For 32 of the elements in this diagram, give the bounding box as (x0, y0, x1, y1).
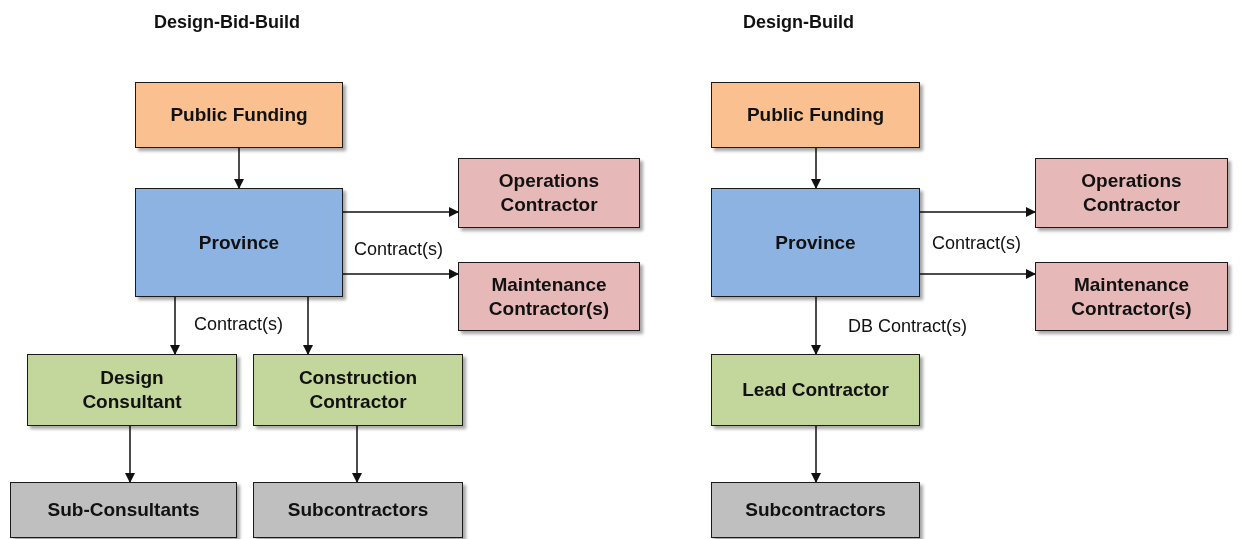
funding-box: Public Funding (711, 82, 920, 148)
arrow (811, 296, 821, 355)
contractor-box: Lead Contractor (711, 354, 920, 426)
owner-box: Province (711, 188, 920, 297)
edge-label: DB Contract(s) (848, 316, 968, 337)
arrow (811, 147, 821, 189)
contract-label: Contract(s) (932, 233, 1021, 254)
subcontractor-box: Sub-Consultants (10, 482, 237, 538)
funding-box: Public Funding (135, 82, 343, 148)
arrow (919, 207, 1036, 217)
arrow (342, 269, 459, 279)
section-heading: Design-Bid-Build (154, 12, 300, 33)
arrow (303, 296, 313, 355)
owner-box: Province (135, 188, 343, 297)
contractor-box: Maintenance Contractor(s) (1035, 262, 1228, 331)
contractor-box: Design Consultant (27, 354, 237, 426)
contractor-box: Operations Contractor (458, 158, 640, 228)
contract-label: Contract(s) (354, 239, 443, 260)
subcontractor-box: Subcontractors (711, 482, 920, 538)
arrow (811, 425, 821, 483)
contractor-box: Construction Contractor (253, 354, 463, 426)
arrow (234, 147, 244, 189)
contractor-box: Maintenance Contractor(s) (458, 262, 640, 331)
arrow (919, 269, 1036, 279)
subcontractor-box: Subcontractors (253, 482, 463, 538)
contractor-box: Operations Contractor (1035, 158, 1228, 228)
contract-label: Contract(s) (194, 314, 283, 335)
arrow (342, 207, 459, 217)
arrow (125, 425, 135, 483)
arrow (352, 425, 362, 483)
section-heading: Design-Build (743, 12, 854, 33)
arrow (170, 296, 180, 355)
